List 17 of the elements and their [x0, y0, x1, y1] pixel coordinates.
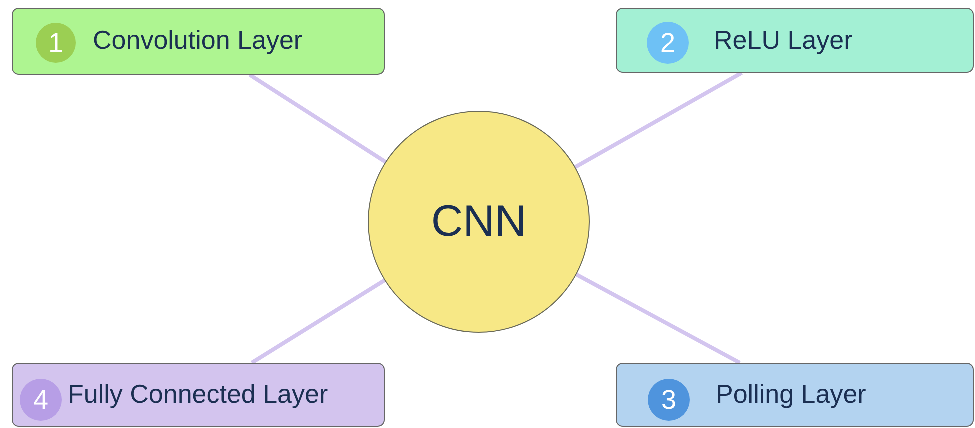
- layer-label: Fully Connected Layer: [68, 379, 328, 410]
- layer-box: [12, 363, 385, 427]
- number-badge: 1: [36, 23, 76, 63]
- number-badge: 2: [647, 22, 689, 64]
- connector-line: [574, 71, 743, 170]
- layer-box: [616, 8, 974, 73]
- connector-line: [250, 278, 386, 365]
- connector-line: [576, 273, 741, 365]
- circle-label: CNN: [431, 197, 527, 247]
- layer-label: ReLU Layer: [714, 25, 853, 56]
- connector-line: [248, 73, 387, 164]
- layer-box: [616, 363, 974, 427]
- layer-box: [12, 8, 385, 75]
- number-badge: 3: [648, 379, 690, 421]
- number-badge: 4: [20, 379, 62, 421]
- layer-label: Convolution Layer: [93, 25, 303, 56]
- layer-label: Polling Layer: [716, 379, 866, 410]
